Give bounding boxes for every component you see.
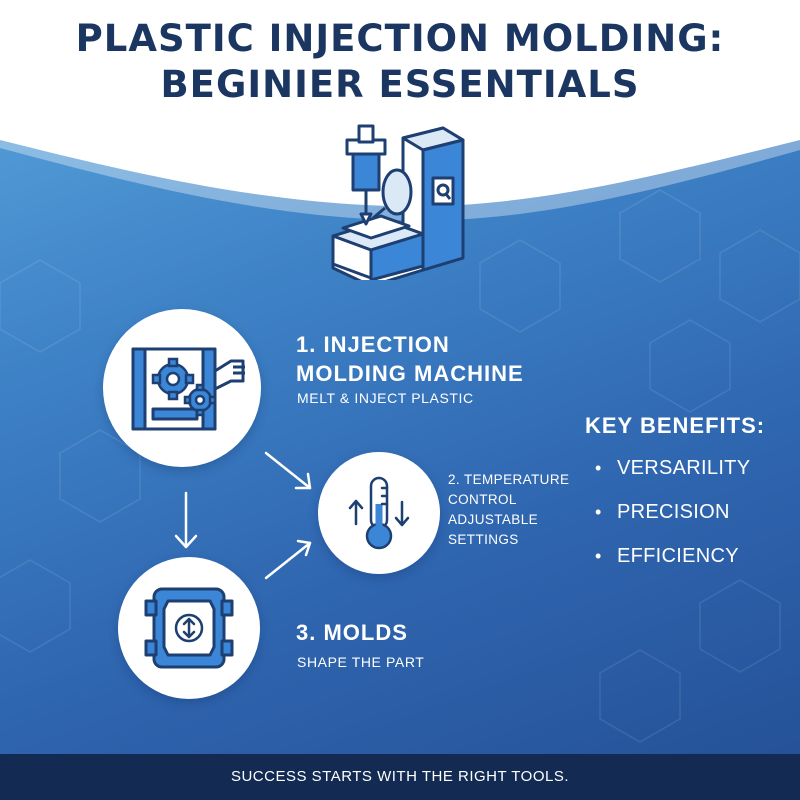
- step2-title-line-3: ADJUSTABLE: [448, 512, 539, 527]
- arrow-step3-to-step2: [264, 539, 312, 580]
- benefit-label: EFFICIENCY: [617, 545, 739, 567]
- footer-tagline: SUCCESS STARTS WITH THE RIGHT TOOLS.: [230, 768, 570, 785]
- step2-icon-circle: [318, 452, 440, 574]
- page-title-line-2: BEGINIER ESSENTIALS: [160, 63, 640, 106]
- bullet-icon: •: [595, 502, 602, 522]
- step3-icon-circle: [118, 557, 260, 699]
- footer-bar: SUCCESS STARTS WITH THE RIGHT TOOLS.: [0, 754, 800, 800]
- arrow-step1-to-step3: [174, 491, 198, 549]
- step1-title-line-2: MOLDING MACHINE: [296, 361, 524, 386]
- benefits-heading: KEY BENEFITS:: [585, 413, 766, 438]
- bullet-icon: •: [595, 546, 602, 566]
- benefit-label: VERSARILITY: [617, 457, 751, 479]
- step1-title-line-1: 1. INJECTION: [296, 332, 450, 357]
- mold-icon: [144, 587, 234, 669]
- benefit-item: • EFFICIENCY: [595, 542, 750, 586]
- page-title-line-1: PLASTIC INJECTION MOLDING:: [75, 17, 725, 60]
- step2-title-line-1: 2. TEMPERATURE: [448, 472, 570, 487]
- step2-title-line-4: SETTINGS: [448, 532, 519, 547]
- thermometer-icon: [348, 476, 410, 550]
- header-wave: [0, 0, 800, 221]
- step1-description: MELT & INJECT PLASTIC: [297, 390, 474, 406]
- benefit-item: • PRECISION: [595, 498, 750, 542]
- step2-title: 2. TEMPERATURE CONTROL ADJUSTABLE SETTIN…: [448, 470, 569, 550]
- step1-title: 1. INJECTION MOLDING MACHINE: [296, 330, 524, 388]
- step3-title: 3. MOLDS: [296, 620, 408, 645]
- benefits-list: • VERSARILITY • PRECISION • EFFICIENCY: [595, 454, 750, 586]
- step3-description: SHAPE THE PART: [297, 654, 425, 670]
- benefit-item: • VERSARILITY: [595, 454, 750, 498]
- arrow-step1-to-step2: [264, 451, 312, 490]
- step2-title-line-2: CONTROL: [448, 492, 517, 507]
- machine-gears-icon: [131, 347, 245, 431]
- bullet-icon: •: [595, 458, 602, 478]
- step1-icon-circle: [103, 309, 261, 467]
- injection-machine-illustration: [331, 124, 465, 280]
- benefit-label: PRECISION: [617, 501, 730, 523]
